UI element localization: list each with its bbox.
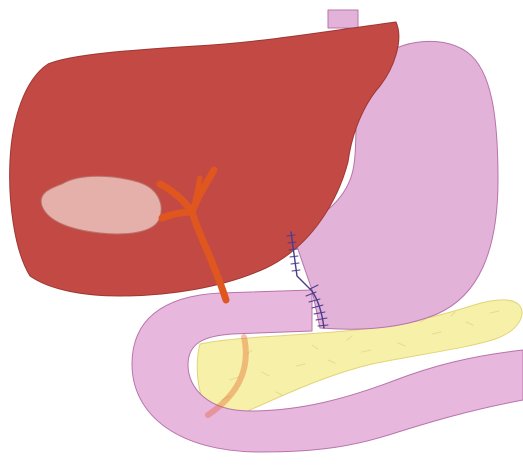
esophagus-stub — [328, 10, 358, 28]
